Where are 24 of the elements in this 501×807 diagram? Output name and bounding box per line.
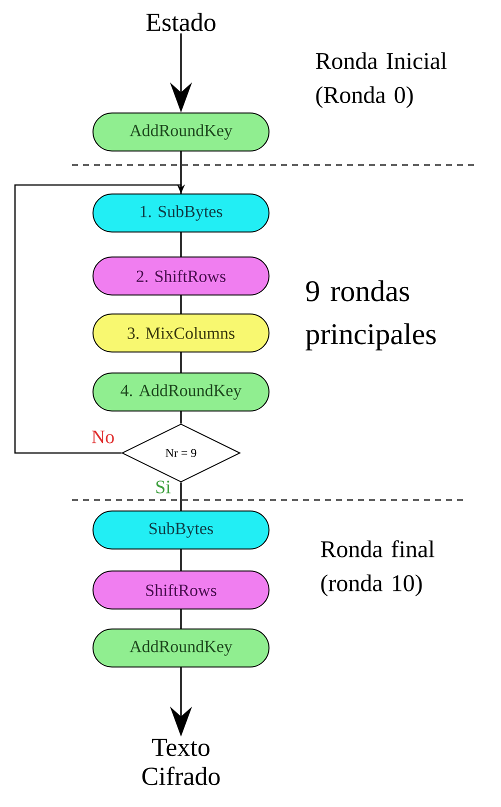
process-pill: 1. SubBytes [92,194,270,232]
connector-line [180,352,182,372]
section-label: Ronda final (ronda 10) [320,540,434,596]
connector-line [180,550,182,570]
section-label: Ronda Inicial (Ronda 0) [316,52,447,108]
connector-line [180,152,182,194]
process-pill: AddRoundKey [92,112,270,152]
loop-arrow [14,184,186,454]
process-pill: SubBytes [92,510,270,550]
connector-line [180,610,182,628]
process-pill: 2. ShiftRows [92,256,270,296]
connector-line [180,482,182,510]
process-pill: 4. AddRoundKey [92,372,270,412]
process-pill: ShiftRows [92,570,270,610]
edge-label: No [90,430,116,444]
connector-line [180,412,182,424]
connector-line [180,232,182,256]
edge-label: Si [154,480,172,494]
terminal-text: Texto Cifrado [142,738,220,786]
terminal-text: Estado [146,12,216,32]
connector-line [180,296,182,314]
process-pill: AddRoundKey [92,628,270,668]
process-pill: 3. MixColumns [92,314,270,352]
section-label: 9 rondas principales [306,280,436,350]
